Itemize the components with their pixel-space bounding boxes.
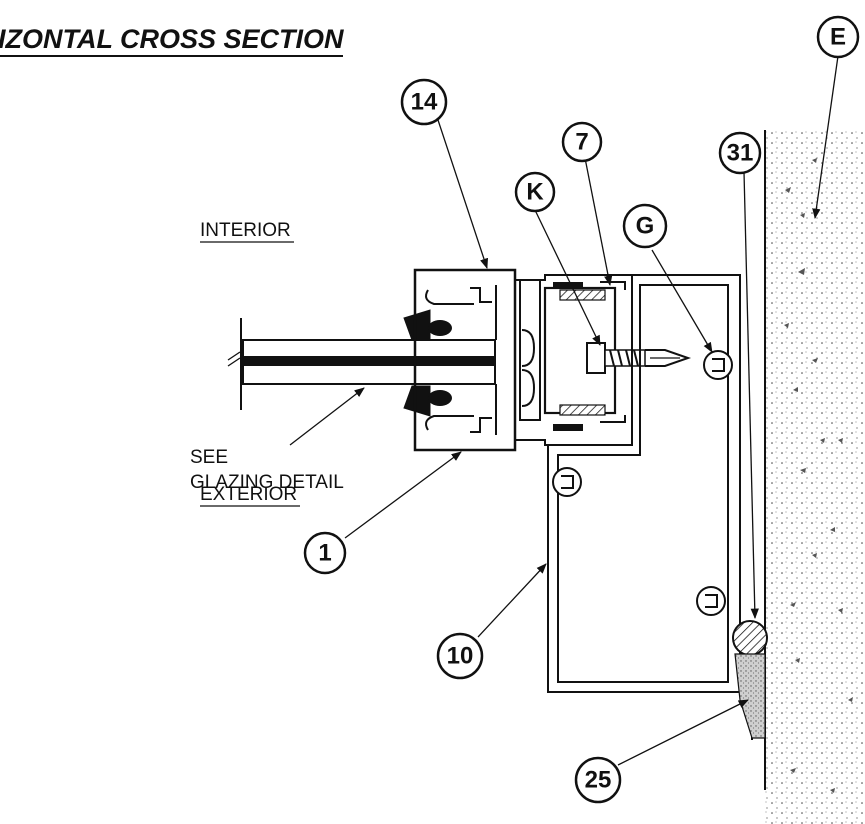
svg-text:10: 10 [447, 643, 474, 670]
svg-text:31: 31 [727, 140, 754, 167]
interior-label: INTERIOR [200, 220, 291, 241]
concrete-wall [764, 130, 865, 824]
leader-lines [289, 55, 839, 766]
anchor-screw [586, 342, 692, 374]
svg-text:25: 25 [585, 767, 612, 794]
exterior-label: EXTERIOR [200, 484, 297, 505]
svg-text:1: 1 [318, 540, 331, 567]
mullion-profile [413, 268, 632, 452]
callout-25: 25 [574, 756, 622, 804]
glazing-note-line1: SEE [190, 447, 228, 468]
svg-text:14: 14 [411, 89, 438, 116]
svg-text:G: G [636, 213, 655, 240]
svg-text:7: 7 [575, 129, 588, 156]
drawing-title: IZONTAL CROSS SECTION [0, 24, 344, 54]
callout-G: G [622, 203, 668, 249]
glazing-note-line2: GLAZING DETAIL [190, 472, 344, 493]
callout-10: 10 [436, 632, 484, 680]
sealant-joint [734, 653, 766, 739]
backer-rod [732, 620, 768, 656]
callout-E: E [816, 15, 860, 59]
glazing-gaskets [403, 309, 452, 417]
callout-7: 7 [561, 121, 603, 163]
svg-text:E: E [830, 24, 846, 51]
glass-lite [227, 318, 496, 410]
callout-14: 14 [400, 78, 448, 126]
callout-1: 1 [303, 531, 347, 575]
perimeter-receptor [547, 274, 753, 740]
callout-K: K [514, 171, 556, 213]
callout-31: 31 [718, 131, 762, 175]
svg-text:K: K [526, 179, 544, 206]
spline-clips [552, 350, 733, 616]
